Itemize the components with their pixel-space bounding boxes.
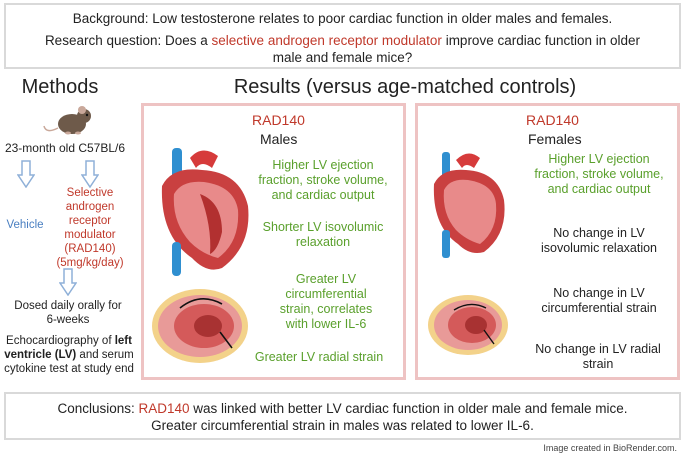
research-question: Research question: Does a selective andr…	[6, 32, 679, 49]
mouse-strain: 23-month old C57BL/6	[4, 141, 126, 155]
female-result-radial: No change in LV radial strain	[518, 342, 678, 372]
ventricle-cross-section-icon	[428, 295, 508, 355]
male-result-ejection: Higher LV ejection fraction, stroke volu…	[248, 158, 398, 203]
result-line: circumferential strain	[541, 301, 657, 315]
result-line: isovolumic relaxation	[540, 241, 658, 255]
result-line: Higher LV ejection	[548, 152, 650, 166]
result-line: strain, correlates	[279, 302, 373, 316]
result-line: with lower IL-6	[285, 317, 367, 331]
arrow-down-icon	[59, 268, 77, 296]
result-line: Greater LV radial strain	[254, 350, 384, 364]
conclusions-box: Conclusions: RAD140 was linked with bett…	[4, 392, 681, 440]
echo-line: ventricle (LV) and serum	[0, 348, 138, 362]
conclusions-line: Conclusions: RAD140 was linked with bett…	[6, 400, 679, 417]
sarm-line: androgen	[65, 201, 115, 213]
dosing-line: Dosed daily orally for	[14, 300, 122, 312]
result-line: No change in LV radial	[535, 342, 661, 356]
arrow-down-icon	[17, 160, 35, 188]
dosing-line: 6-weeks	[46, 314, 90, 326]
female-result-circumferential: No change in LV circumferential strain	[524, 286, 674, 316]
males-panel: RAD140 Males Higher LV ejection fraction…	[141, 103, 406, 380]
conclusions-line: Greater circumferential strain in males …	[151, 418, 534, 433]
methods-title: Methods	[21, 76, 99, 98]
echo-bold: ventricle (LV)	[4, 349, 77, 361]
result-line: Greater LV	[295, 272, 357, 286]
echo-line: cytokine test at study end	[4, 363, 134, 375]
females-sex: Females	[528, 131, 582, 147]
background-box: Background: Low testosterone relates to …	[4, 3, 681, 69]
result-line: fraction, stroke volume,	[258, 173, 388, 187]
result-line: Shorter LV isovolumic	[262, 220, 384, 234]
male-result-circumferential: Greater LV circumferential strain, corre…	[256, 272, 396, 332]
sarm-line: (RAD140)	[64, 243, 116, 255]
mouse-icon	[43, 106, 91, 135]
result-line: and cardiac output	[547, 182, 651, 196]
male-result-radial: Greater LV radial strain	[234, 350, 404, 365]
sarm-label: Selective androgen receptor modulator (R…	[54, 186, 126, 270]
result-line: fraction, stroke volume,	[534, 167, 664, 181]
rq-highlight: selective androgen receptor modulator	[211, 33, 442, 48]
result-line: and cardiac output	[271, 188, 375, 202]
males-drug: RAD140	[252, 112, 305, 128]
echo-part: Echocardiography of	[6, 335, 112, 347]
biorender-credit: Image created in BioRender.com.	[543, 443, 677, 453]
conclusions-drug: RAD140	[138, 401, 190, 416]
sarm-line: (5mg/kg/day)	[56, 257, 124, 269]
conclusions-label: Conclusions:	[57, 401, 139, 416]
female-result-relaxation: No change in LV isovolumic relaxation	[524, 226, 674, 256]
females-drug: RAD140	[526, 112, 579, 128]
dosing-text: Dosed daily orally for 6-weeks	[2, 299, 134, 327]
research-question-end: male and female mice?	[272, 50, 413, 65]
echo-text: Echocardiography of left ventricle (LV) …	[0, 334, 138, 376]
heart-icon	[433, 152, 505, 258]
rq-pre: Research question: Does a	[44, 33, 212, 48]
result-line: strain	[582, 357, 614, 371]
echo-line: Echocardiography of left	[0, 334, 138, 348]
result-line: No change in LV	[553, 286, 645, 300]
result-line: circumferential	[285, 287, 367, 301]
sarm-line: modulator	[64, 229, 116, 241]
arrow-down-icon	[81, 160, 99, 188]
result-line: Higher LV ejection	[272, 158, 374, 172]
background-line: Background: Low testosterone relates to …	[72, 11, 613, 26]
sarm-line: Selective	[66, 187, 114, 199]
conclusions-text: was linked with better LV cardiac functi…	[189, 401, 628, 416]
result-line: relaxation	[295, 235, 351, 249]
echo-part: and serum	[76, 349, 134, 361]
results-title: Results (versus age-matched controls)	[233, 76, 577, 98]
females-panel: RAD140 Females Higher LV ejection fracti…	[415, 103, 680, 380]
male-result-relaxation: Shorter LV isovolumic relaxation	[248, 220, 398, 250]
result-line: No change in LV	[553, 226, 645, 240]
vehicle-label: Vehicle	[6, 219, 44, 231]
ventricle-cross-section-icon	[152, 289, 248, 363]
sarm-line: receptor	[68, 215, 112, 227]
heart-icon	[161, 148, 249, 276]
rq-post: improve cardiac function in older	[441, 33, 641, 48]
echo-bold: left	[114, 335, 132, 347]
males-sex: Males	[260, 131, 298, 147]
female-result-ejection: Higher LV ejection fraction, stroke volu…	[524, 152, 674, 197]
